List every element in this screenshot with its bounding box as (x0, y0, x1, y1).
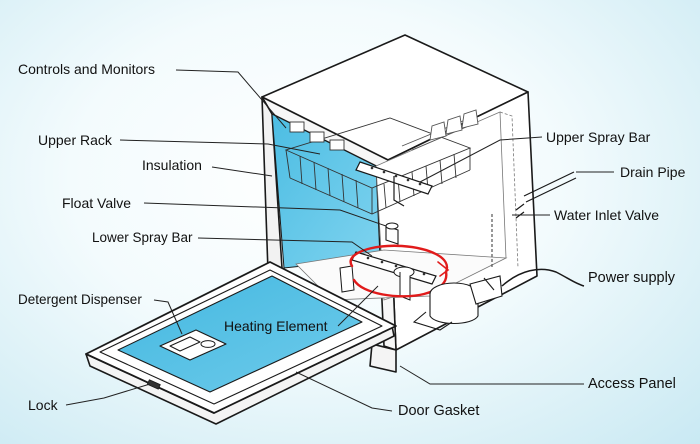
leader-insulation (211, 166, 273, 177)
leader-lock (65, 383, 151, 406)
drain-pipe-shape (523, 171, 577, 203)
leader-upper-rack (119, 139, 321, 155)
float-valve (385, 222, 399, 245)
leader-lower-spray-bar (197, 237, 373, 257)
label-access-panel: Access Panel (588, 376, 676, 392)
leader-heating (337, 285, 379, 327)
inner-tub (271, 111, 519, 301)
door-inner-panel (117, 275, 363, 393)
label-lower-spray-bar: Lower Spray Bar (92, 230, 193, 245)
leader-controls (175, 69, 287, 129)
label-door-gasket: Door Gasket (398, 403, 480, 419)
leader-access-panel (399, 365, 584, 385)
leader-detergent (153, 299, 183, 335)
label-lock: Lock (28, 397, 58, 413)
access-panel-box (369, 343, 397, 373)
upper-rack (284, 109, 479, 215)
leader-float-valve (143, 202, 387, 227)
label-power-supply: Power supply (588, 270, 676, 286)
power-cord (501, 268, 585, 287)
upper-spray-bar (355, 161, 433, 207)
label-drain-pipe: Drain Pipe (620, 164, 686, 180)
label-insulation: Insulation (142, 157, 202, 173)
label-upper-rack: Upper Rack (38, 132, 112, 148)
label-water-inlet-valve: Water Inlet Valve (554, 207, 660, 223)
heating-element (349, 244, 450, 298)
label-heating-element: Heating Element (224, 318, 328, 334)
leader-lines (65, 69, 614, 412)
label-float-valve: Float Valve (62, 195, 131, 211)
pump-motor (412, 275, 503, 331)
lock-shape (146, 379, 161, 390)
leader-door-gasket (295, 371, 393, 412)
leader-upper-spray-bar (419, 136, 543, 183)
lower-spray-assembly (339, 251, 437, 301)
label-detergent-dispenser: Detergent Dispenser (18, 292, 142, 307)
door (85, 261, 397, 425)
label-controls-and-monitors: Controls and Monitors (18, 61, 155, 77)
label-upper-spray-bar: Upper Spray Bar (546, 129, 651, 145)
